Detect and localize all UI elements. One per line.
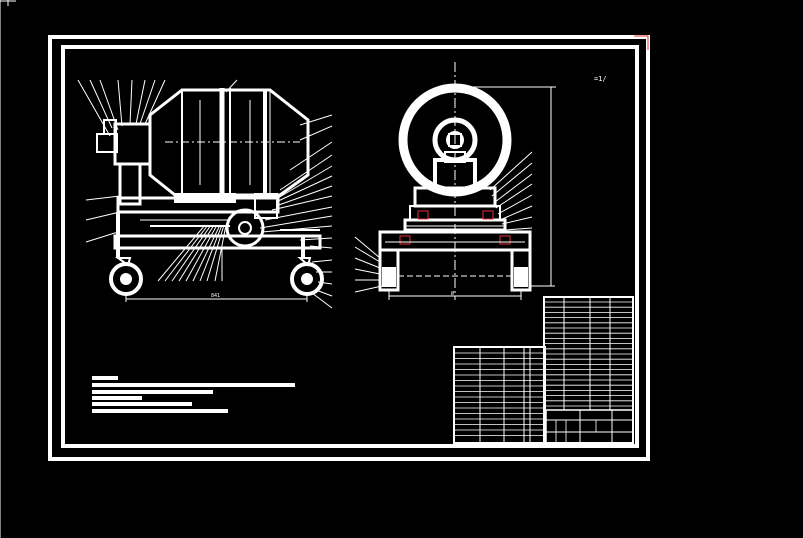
scale-note: =1/ bbox=[594, 75, 607, 83]
title-block-rows bbox=[544, 301, 633, 407]
motor-gearbox bbox=[96, 119, 152, 206]
end-view-width-dimension: Ø bbox=[451, 291, 455, 297]
overall-dimension-side bbox=[125, 292, 308, 302]
wheel-left-side bbox=[109, 257, 143, 296]
side-view bbox=[77, 79, 333, 309]
wheel-right-side bbox=[290, 257, 324, 296]
screen-edge-marks bbox=[0, 0, 16, 538]
leader-lines-top bbox=[77, 79, 238, 137]
support-stand-end bbox=[403, 151, 507, 232]
chassis-side bbox=[113, 212, 322, 258]
outer-frame bbox=[48, 35, 650, 461]
parts-list-table bbox=[453, 346, 546, 444]
end-leader-lines-right bbox=[489, 151, 533, 231]
corner-mark-red bbox=[634, 35, 649, 50]
title-block bbox=[543, 296, 634, 444]
leader-lines-right bbox=[259, 114, 333, 309]
technical-requirements-block bbox=[92, 376, 295, 413]
end-leader-lines-left bbox=[354, 236, 383, 293]
parts-list-rows bbox=[454, 352, 545, 436]
dimension-lines-end bbox=[388, 86, 556, 300]
mixer-drum-side bbox=[148, 88, 310, 197]
red-highlights bbox=[399, 210, 511, 245]
leader-lines-left bbox=[85, 195, 121, 243]
side-view-overall-dimension: 841 bbox=[211, 293, 221, 299]
inner-frame bbox=[61, 45, 639, 448]
end-view bbox=[354, 62, 556, 300]
leader-lines-bottom bbox=[157, 224, 227, 282]
